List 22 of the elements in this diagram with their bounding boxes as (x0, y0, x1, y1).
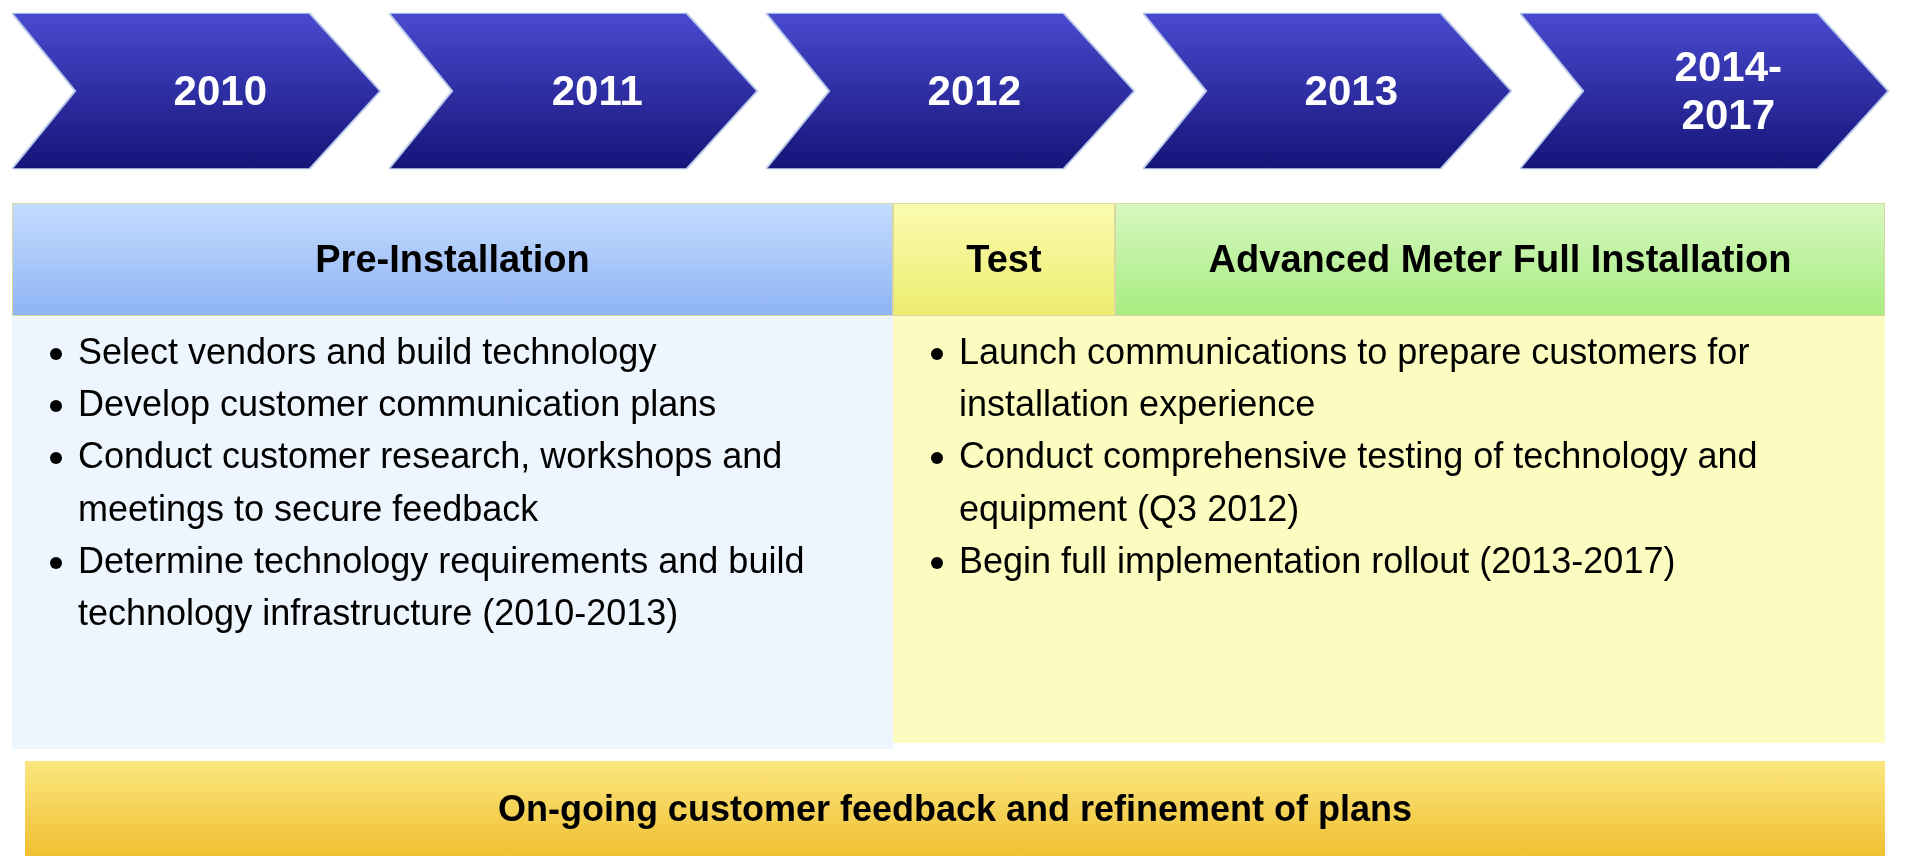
year-label: 2010 (173, 66, 268, 116)
bullet-item: Begin full implementation rollout (2013-2017) (921, 534, 1861, 587)
bullet-item: Determine technology requirements and build technology infrastructure (2010-2013) (40, 534, 869, 640)
phase-panel (12, 316, 893, 749)
bullet-item: Select vendors and build technology (40, 326, 869, 379)
bullet-item: Conduct customer research, workshops and meetings to secure feedback (40, 430, 869, 535)
bullet-item: Conduct comprehensive testing of technology and equipment (Q3 2012) (921, 430, 1861, 535)
year-label: 2011 (551, 66, 643, 116)
feedback-band (25, 761, 1885, 856)
phase-header (12, 203, 893, 316)
phase-title: Advanced Meter Full Installation (1208, 238, 1792, 281)
phase-panel (893, 316, 1885, 743)
band-text: On-going customer feedback and refinement of plans (497, 787, 1413, 830)
phase-title: Test (966, 238, 1042, 281)
phase-header (893, 203, 1115, 316)
bullet-item: Develop customer communication plans (40, 378, 869, 431)
phase-header (1115, 203, 1885, 316)
year-label: 2012 (927, 66, 1022, 116)
year-label: 2013 (1304, 66, 1399, 116)
phase-title: Pre-Installation (315, 238, 590, 281)
bullet-item: Launch communications to prepare customers for installation experience (921, 326, 1861, 431)
year-label: 2014-2017 (1673, 42, 1784, 140)
